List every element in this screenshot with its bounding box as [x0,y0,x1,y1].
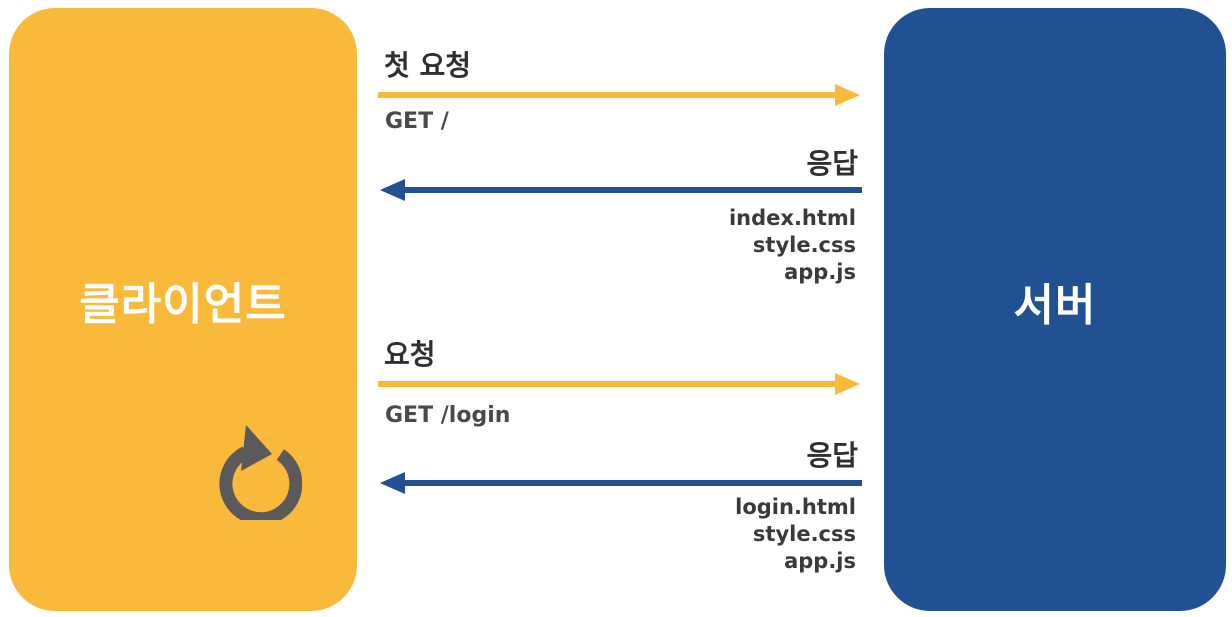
client-box: 클라이언트 [9,8,357,611]
response-arrow-2 [380,472,862,494]
response-files-2: login.html style.css app.js [735,494,856,575]
response-arrow-1 [380,179,862,201]
response-title-2: 응답 [806,439,858,472]
file-item: style.css [752,522,856,546]
file-item: app.js [784,260,856,284]
response-files-1: index.html style.css app.js [729,205,856,286]
client-label: 클라이언트 [79,278,287,330]
response-title-1: 응답 [806,147,858,180]
second-request-line: GET /login [385,403,511,428]
file-item: app.js [784,549,856,573]
server-label: 서버 [1013,279,1097,331]
file-item: index.html [728,206,856,230]
first-request-title: 첫 요청 [384,49,472,82]
first-request-line: GET / [385,109,449,134]
request-arrow-1 [378,84,860,106]
refresh-icon [219,425,302,520]
file-item: login.html [735,495,856,519]
request-arrow-2 [378,373,860,395]
second-request-title: 요청 [384,338,436,371]
server-box: 서버 [884,8,1226,611]
file-item: style.css [752,233,856,257]
